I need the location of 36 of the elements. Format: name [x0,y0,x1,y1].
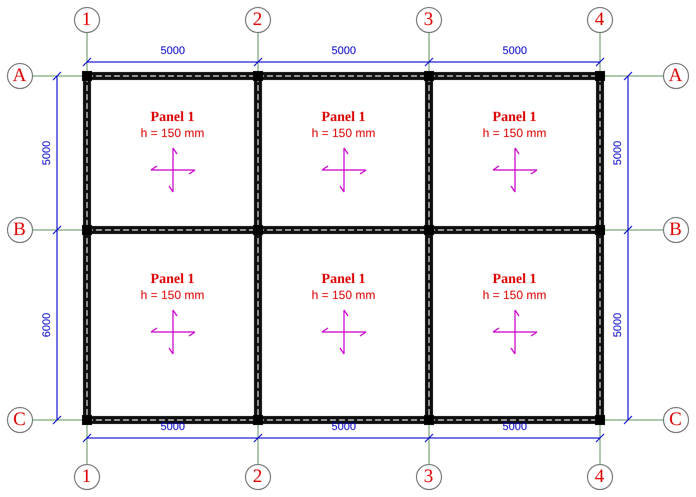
dimension-text: 5000 [502,421,527,433]
grid-bubble: A [662,62,688,88]
panel-name: Panel 1 [320,110,366,126]
grid-bubble: C [662,406,688,432]
dimension-text: 6000 [41,312,54,338]
dimension-text: 5000 [332,421,356,433]
dimension-text: 5000 [502,45,527,57]
grid-bubble: 3 [416,464,442,490]
grid-bubble: A [6,62,32,88]
dimension-text: 5000 [332,45,356,57]
thickness-label: h = 150 mm [310,288,376,302]
grid-bubble: 4 [586,464,612,490]
grid-bubble: 2 [244,6,270,32]
grid-bubble: B [6,216,32,242]
dimension-text: 5000 [160,45,185,57]
thickness-label: h = 150 mm [482,288,548,302]
grid-bubble: 3 [416,6,442,32]
grid-bubble: C [6,406,32,432]
thickness-label: h = 150 mm [310,126,376,140]
dimension-text: 5000 [160,421,185,433]
dimension-text: 5000 [612,140,624,166]
panel-name: Panel 1 [492,110,538,126]
grid-bubble: B [662,216,688,242]
panel-name: Panel 1 [150,110,196,126]
panel-name: Panel 1 [492,272,538,288]
thickness-label: h = 150 mm [482,126,548,140]
dimension-text: 5000 [612,312,624,338]
thickness-label: h = 150 mm [140,288,206,302]
grid-bubble: 1 [74,6,100,32]
panel-name: Panel 1 [320,272,366,288]
grid-bubble: 4 [586,6,612,32]
grid-bubble: 1 [74,464,100,490]
panel-name: Panel 1 [150,272,196,288]
grid-bubble: 2 [244,464,270,490]
thickness-label: h = 150 mm [140,126,206,140]
dimension-text: 5000 [41,140,54,166]
